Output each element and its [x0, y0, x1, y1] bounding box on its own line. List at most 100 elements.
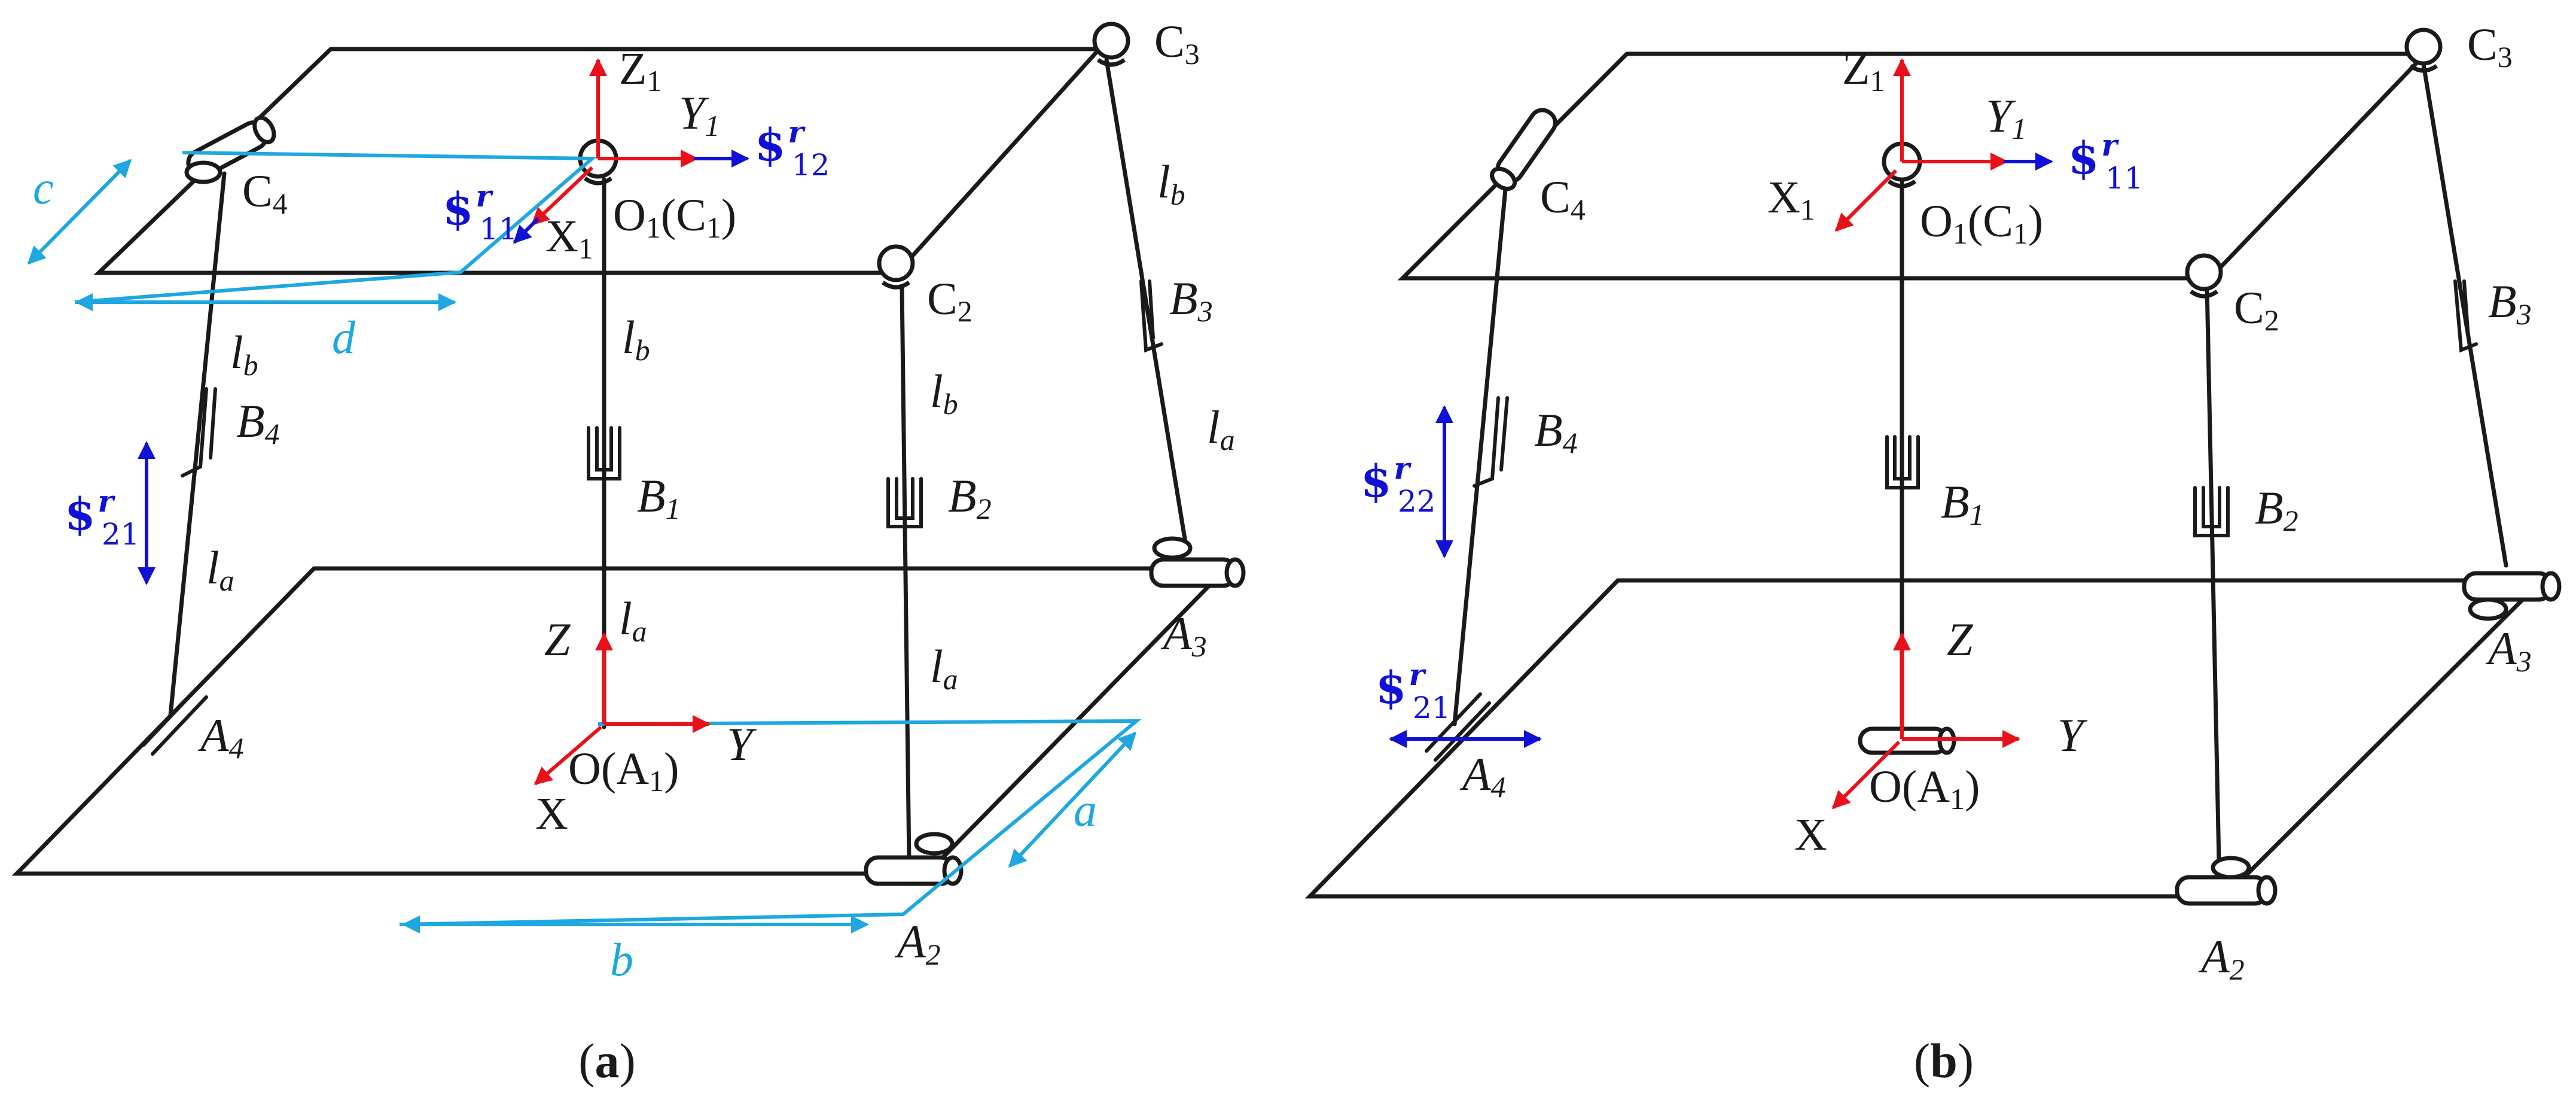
label-C4-a: C4	[242, 166, 288, 220]
x1-axis-b	[1834, 169, 1898, 232]
label-B4-a: B4	[236, 395, 280, 451]
labels-b: C3 C4 C2 O1(C1) B1 B2 B3 B4 A3 A2 A4 O(A…	[1459, 20, 2532, 986]
axes-b	[1831, 58, 2020, 810]
label-la-limb2-a: la	[930, 640, 958, 696]
label-Y-b: Y	[2057, 709, 2088, 761]
panel-a	[11, 47, 1231, 876]
revolute-joint-A2-a	[864, 832, 964, 886]
label-A2-b: A2	[2198, 930, 2245, 986]
label-A3-b: A3	[2485, 622, 2532, 678]
revolute-joint-A3-b	[2462, 571, 2562, 621]
label-B4-b: B4	[1534, 404, 1578, 460]
label-B1-b: B1	[1941, 476, 1984, 531]
dim-a-arrow	[1008, 731, 1137, 868]
label-C2-b: C2	[2234, 283, 2279, 337]
label-X1-b: X1	[1767, 172, 1815, 226]
label-A4-a: A4	[197, 709, 244, 765]
screws-a	[138, 150, 749, 585]
prismatic-joint-B1-a	[587, 426, 621, 480]
spherical-joint-C2-a	[877, 244, 915, 282]
labels-a: C3 C4 C2 O1(C1) B1 B2 B3 B4 A3 A2 A4 O(A…	[197, 17, 1235, 971]
label-B3-b: B3	[2488, 275, 2532, 331]
prismatic-joint-B2-a	[886, 477, 923, 528]
revolute-joint-A3-a	[1149, 536, 1246, 588]
label-Z1-b: Z1	[1842, 44, 1885, 98]
label-la-limb4-a: la	[206, 542, 234, 597]
label-A2-a: A2	[894, 915, 941, 971]
x-axis-a	[534, 725, 602, 786]
label-dim-c: c	[33, 162, 54, 214]
label-X-b: X	[1794, 810, 1827, 860]
spherical-joint-C2-b	[2185, 253, 2223, 291]
caption-b: (b)	[1914, 1033, 1974, 1088]
prismatic-joint-B3-b	[2453, 279, 2478, 353]
label-O1-a: O1(C1)	[613, 190, 736, 244]
label-O-b: O(A1)	[1869, 762, 1980, 816]
spherical-joint-C3-a	[1092, 22, 1130, 60]
label-Y-a: Y	[727, 718, 757, 770]
label-O-a: O(A1)	[568, 744, 679, 798]
caption-a: (a)	[578, 1033, 636, 1088]
label-la-limb1-a: la	[619, 592, 647, 648]
label-B2-a: B2	[948, 470, 992, 525]
label-Z-b: Z	[1947, 613, 1974, 665]
x1-axis-a	[531, 166, 594, 226]
revolute-cylinders-b	[1490, 108, 2562, 906]
label-C2-a: C2	[927, 274, 973, 328]
prismatic-joint-B3-a	[1139, 279, 1163, 353]
label-B3-a: B3	[1169, 272, 1213, 328]
x-axis-b	[1831, 740, 1901, 810]
spherical-joint-C3-b	[2404, 28, 2443, 66]
limb-3-b	[2420, 54, 2508, 568]
label-Y1-b: Y1	[1986, 90, 2026, 145]
label-Y1-a: Y1	[679, 87, 720, 142]
label-A3-a: A3	[1160, 607, 1207, 663]
revolute-joint-A2-b	[2175, 856, 2278, 906]
limb-3-a	[1104, 57, 1190, 556]
label-C3-a: C3	[1154, 17, 1200, 71]
revolute-cylinders-a	[184, 115, 1246, 886]
label-dim-d: d	[332, 311, 356, 363]
limb-4-b	[1452, 168, 1510, 726]
limb-2-a	[900, 285, 911, 864]
limb-2-b	[2205, 285, 2221, 864]
label-la-limb3-a: la	[1207, 401, 1235, 457]
label-O1-b: O1(C1)	[1920, 196, 2043, 250]
label-dim-b: b	[610, 933, 633, 986]
limb-4-a	[168, 171, 227, 717]
dimension-lines-a	[27, 151, 1142, 933]
spherical-joints-a	[578, 22, 1130, 290]
screws-b	[1389, 153, 2053, 748]
label-X-a: X	[535, 789, 568, 839]
label-Z-a: Z	[544, 613, 571, 665]
label-A4-b: A4	[1459, 748, 1506, 804]
label-B1-a: B1	[637, 470, 681, 525]
label-C4-b: C4	[1540, 172, 1586, 226]
prismatic-joint-B2-b	[2193, 486, 2230, 537]
label-Z1-a: Z1	[619, 44, 661, 98]
screw-11-arrow-a	[513, 217, 540, 244]
dim-cd-parallelogram	[74, 151, 597, 304]
dim-labels-a: c d a b	[33, 162, 1097, 986]
label-lb-limb1-a: lb	[622, 311, 650, 367]
dim-c-arrow	[27, 159, 132, 265]
revolute-joint-A4-a	[142, 686, 208, 756]
label-B2-b: B2	[2255, 482, 2298, 537]
revolute-joint-C4-b	[1490, 108, 1557, 191]
label-lb-limb3-a: lb	[1157, 156, 1185, 211]
label-dim-a: a	[1074, 784, 1097, 836]
prismatic-joint-B4-a	[181, 387, 217, 477]
label-lb-limb2-a: lb	[930, 365, 958, 421]
prismatic-joint-B1-b	[1885, 435, 1920, 489]
spherical-joints-b	[1882, 28, 2443, 299]
dim-ab-parallelogram	[399, 719, 1142, 926]
